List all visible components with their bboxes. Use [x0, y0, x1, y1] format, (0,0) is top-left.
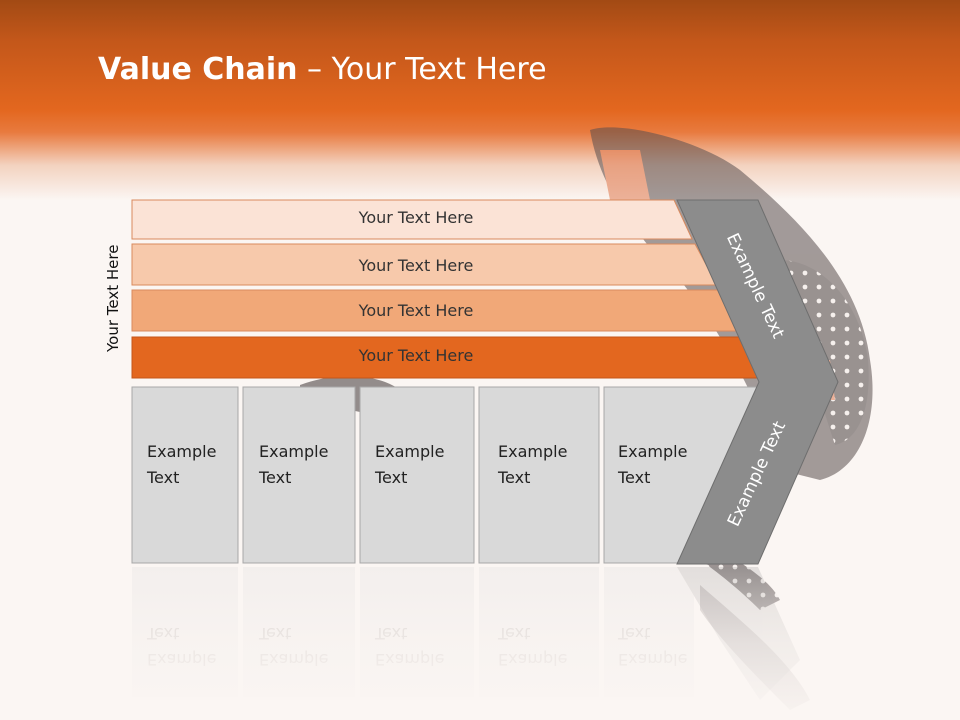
box-label-4-line2: Text	[498, 468, 531, 487]
bar-label-2: Your Text Here	[358, 256, 474, 275]
box-label-5: Example Text	[618, 439, 718, 491]
chevron-shape[interactable]	[676, 199, 839, 565]
header-band	[0, 0, 960, 200]
bar-label-4: Your Text Here	[358, 346, 474, 365]
page-title-bold: Value Chain	[98, 52, 298, 87]
box-label-4: Example Text	[498, 439, 598, 491]
bar-label-1: Your Text Here	[358, 208, 474, 227]
box-shape-2[interactable]	[242, 386, 356, 564]
box-label-2-line1: Example	[259, 442, 329, 461]
box-shape-3[interactable]	[359, 386, 475, 564]
page-title: Value Chain – Your Text Here	[98, 52, 547, 87]
box-label-3-line2: Text	[375, 468, 408, 487]
box-label-2-line2: Text	[259, 468, 292, 487]
box-label-3: Example Text	[375, 439, 475, 491]
box-shape-4[interactable]	[478, 386, 600, 564]
box-label-5-line2: Text	[618, 468, 651, 487]
box-label-3-line1: Example	[375, 442, 445, 461]
reflection-fade	[120, 565, 840, 720]
box-label-1-line1: Example	[147, 442, 217, 461]
box-label-4-line1: Example	[498, 442, 568, 461]
page-title-rest: – Your Text Here	[297, 52, 547, 87]
bar-shape-1[interactable]	[131, 199, 693, 240]
box-label-2: Example Text	[259, 439, 359, 491]
box-label-5-line1: Example	[618, 442, 688, 461]
box-label-1: Example Text	[147, 439, 247, 491]
bar-label-3: Your Text Here	[358, 301, 474, 320]
box-label-1-line2: Text	[147, 468, 180, 487]
box-shape-1[interactable]	[131, 386, 239, 564]
